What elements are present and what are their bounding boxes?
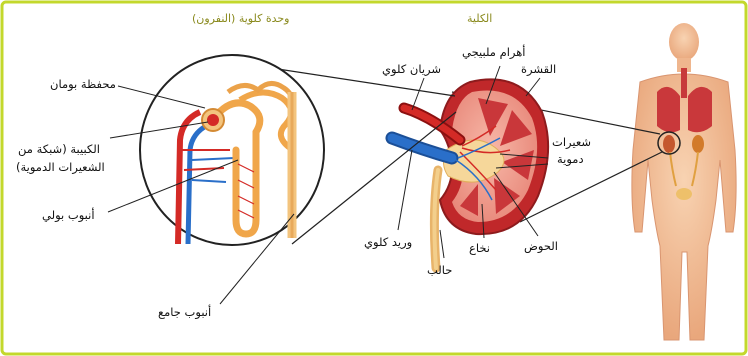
nephron-magnified	[140, 55, 324, 245]
label-glomerulus-line1: الكبيبة (شبكة من	[18, 143, 100, 156]
label-capillaries-line2: دموية	[557, 153, 584, 166]
label-malpighian-pyramids: أهرام ملبيجي	[462, 46, 526, 59]
label-collecting-duct: أنبوب جامع	[158, 306, 211, 319]
label-renal-vein: وريد كلوي	[364, 236, 412, 249]
label-medulla: نخاع	[469, 242, 490, 255]
label-glomerulus-line2: الشعيرات الدموية)	[16, 161, 105, 174]
label-cortex: القشرة	[521, 63, 556, 76]
kidney-title: الكلية	[467, 12, 492, 25]
label-capillaries-line1: شعيرات	[552, 136, 591, 149]
label-renal-pelvis: الحوض	[524, 240, 558, 253]
label-ureter: حالب	[427, 264, 452, 277]
label-renal-artery: شريان كلوي	[382, 63, 441, 76]
nephron-title: وحدة كلوية (النفرون)	[192, 12, 290, 25]
label-urinary-tubule: أنبوب بولي	[42, 209, 95, 222]
label-bowman-capsule: محفظة بومان	[50, 78, 116, 91]
